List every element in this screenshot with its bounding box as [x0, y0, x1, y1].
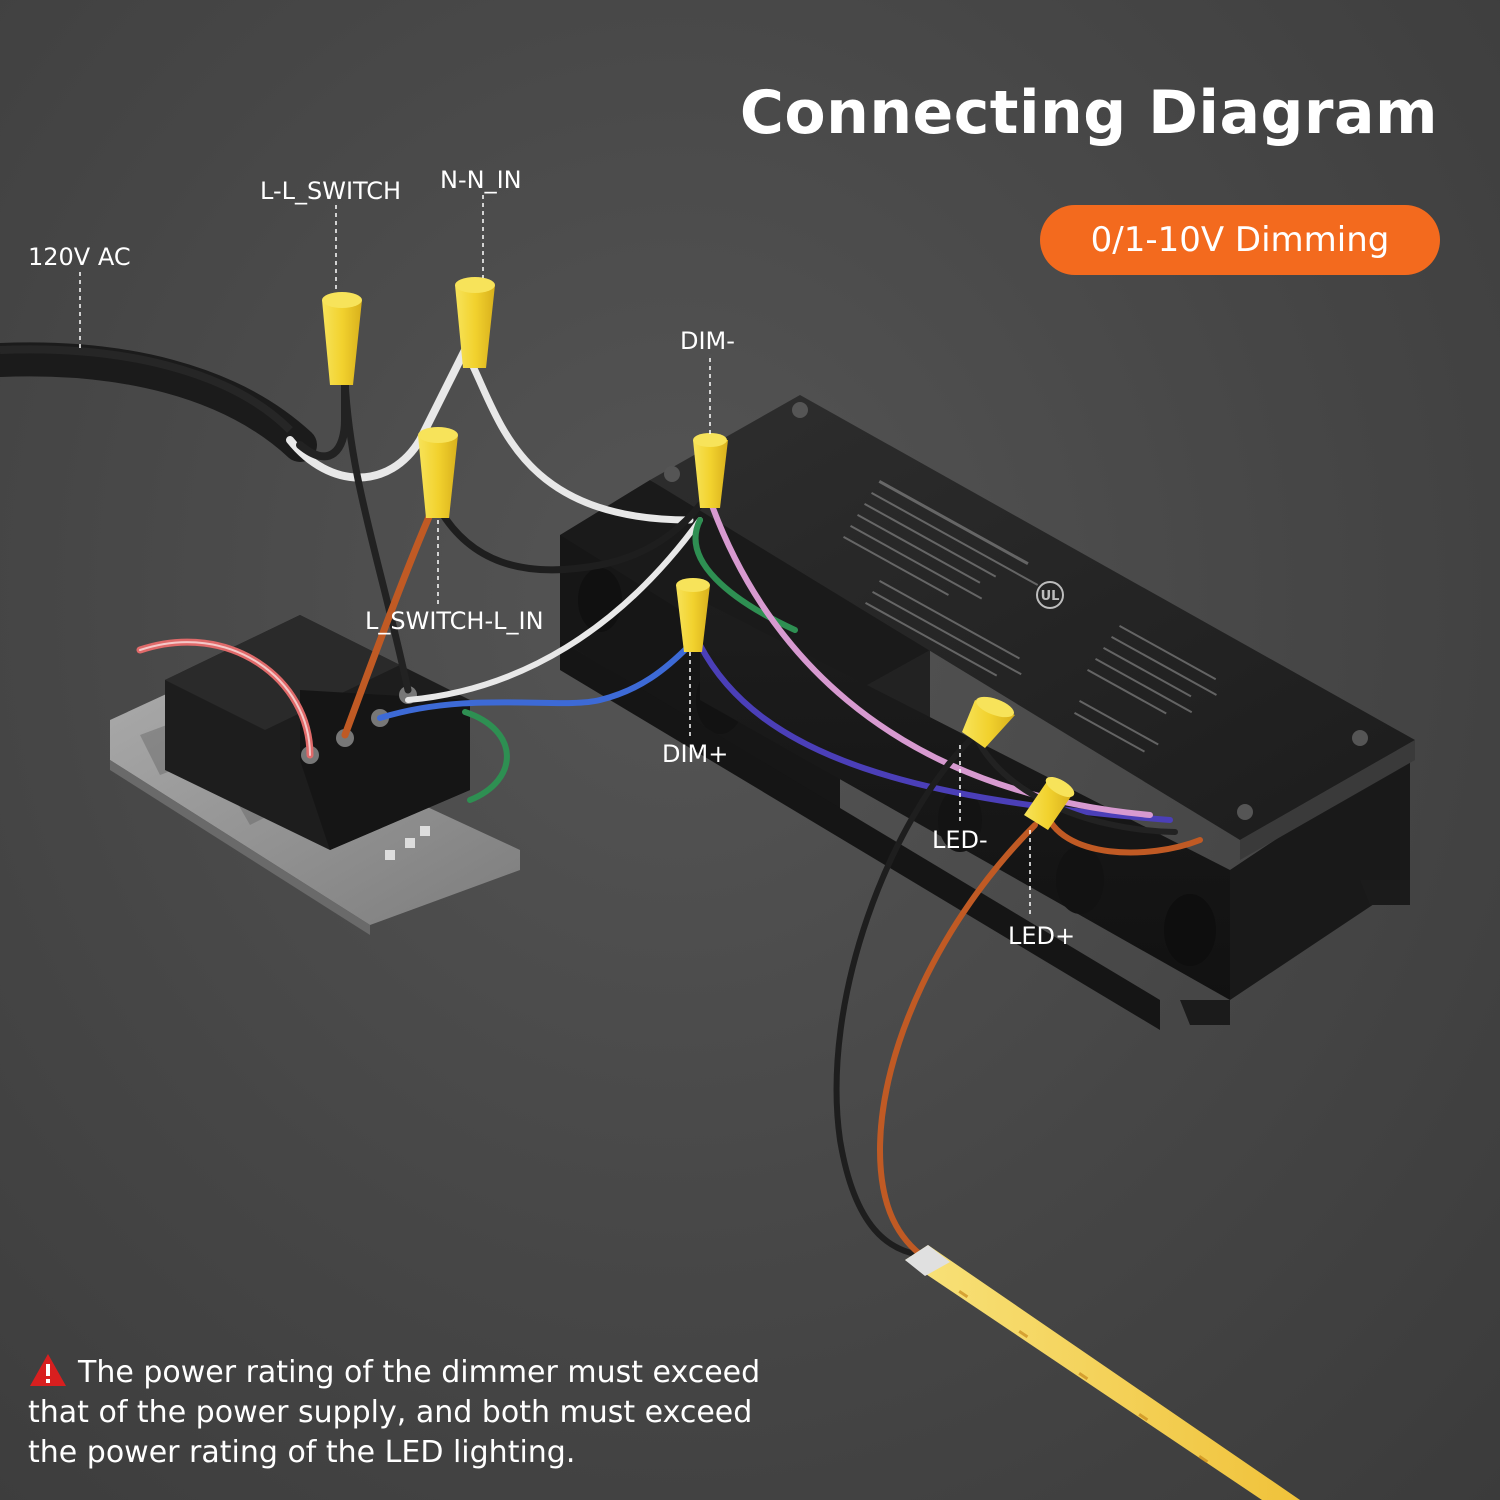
label-led-minus: LED-	[932, 826, 988, 854]
wires	[136, 346, 1203, 1261]
label-dim-minus: DIM-	[680, 327, 735, 355]
wire-nut-n-in	[455, 277, 495, 368]
dimming-badge: 0/1-10V Dimming	[1040, 205, 1440, 275]
dimmer-switch	[110, 615, 520, 935]
led-strip	[905, 1245, 1300, 1500]
svg-text:UL: UL	[1041, 589, 1060, 604]
label-led-plus: LED+	[1008, 922, 1076, 950]
warning-note: The power rating of the dimmer must exce…	[28, 1352, 768, 1473]
wire-nut-led-minus	[962, 696, 1015, 748]
label-l-switch-l-in: L_SWITCH-L_IN	[365, 607, 544, 635]
wire-nut-dim-plus	[676, 578, 710, 652]
wire-nut-led-plus	[1024, 776, 1075, 830]
wire-nut-l-switch	[322, 292, 362, 385]
wire-nut-l-switch-l-in	[418, 427, 458, 518]
label-l-l-switch: L-L_SWITCH	[260, 177, 402, 205]
label-n-n-in: N-N_IN	[440, 166, 522, 194]
ac-cable	[0, 342, 317, 462]
label-120v-ac: 120V AC	[28, 243, 131, 271]
warning-note-text: The power rating of the dimmer must exce…	[28, 1355, 761, 1470]
wire-nut-dim-minus	[693, 433, 728, 508]
page-title: Connecting Diagram	[739, 78, 1438, 148]
label-dim-plus: DIM+	[662, 740, 729, 768]
led-driver: UL	[560, 395, 1415, 1030]
ul-listed-mark-icon: UL	[1036, 581, 1064, 609]
leader-lines	[79, 195, 1031, 918]
warning-triangle-icon	[30, 1354, 66, 1386]
